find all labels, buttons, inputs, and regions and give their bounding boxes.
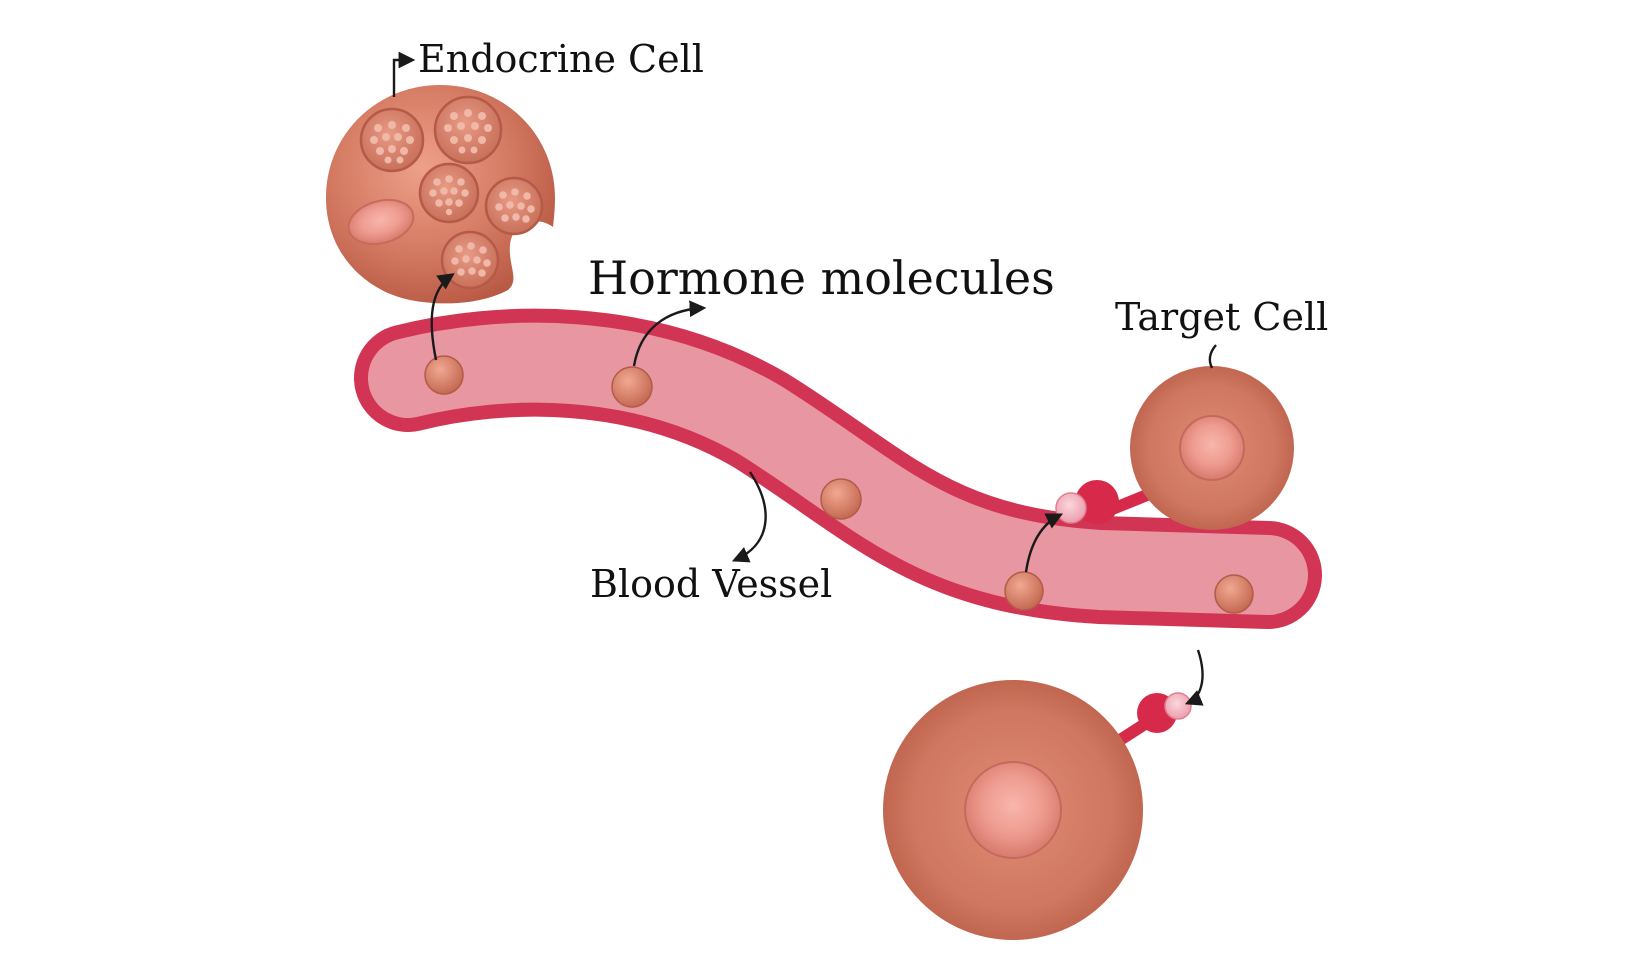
target-cell-lower: [883, 680, 1192, 940]
binding-arrow-upper: [1024, 513, 1064, 573]
target-cell-upper-nucleus: [1179, 415, 1245, 481]
receptor: [1075, 480, 1119, 524]
binding-arrow-lower: [1184, 649, 1204, 706]
secretory-vesicle: [440, 230, 500, 290]
annotation-arrows: [392, 51, 1217, 706]
endocrine-nucleus: [347, 198, 415, 246]
target-cell-lower-nucleus: [964, 761, 1062, 859]
hormone-molecules-label: Hormone molecules: [588, 251, 1055, 305]
secretory-vesicle: [418, 162, 480, 224]
blood-vessel-label-arrow: [731, 471, 767, 563]
receptor-bound-hormone: [1164, 692, 1192, 720]
hormone-molecule: [424, 355, 464, 395]
blood-vessel-lumen: [368, 322, 1308, 615]
endocrine-cell-label: Endocrine Cell: [418, 37, 704, 81]
hormone-molecule: [1214, 574, 1254, 614]
blood-vessel: [354, 308, 1322, 629]
hormone-molecule: [1004, 571, 1044, 611]
hormone-molecule: [611, 366, 653, 408]
receptor-bound-hormone: [1055, 492, 1087, 524]
secretory-vesicle: [433, 95, 503, 165]
secretory-vesicle: [359, 107, 425, 173]
endocrine-label-arrow: [392, 51, 416, 97]
target-cell-upper: [1055, 366, 1294, 530]
hormone-label-arrow: [632, 300, 707, 367]
target-label-pointer: [1208, 344, 1217, 369]
secretory-vesicle: [484, 176, 544, 236]
hormone-molecules: [424, 355, 1254, 614]
secretion-arrow: [430, 273, 455, 361]
target-cell-label: Target Cell: [1115, 295, 1328, 339]
blood-vessel-label: Blood Vessel: [590, 562, 832, 606]
hormone-molecule: [820, 478, 862, 520]
endocrine-cell: [326, 85, 555, 304]
